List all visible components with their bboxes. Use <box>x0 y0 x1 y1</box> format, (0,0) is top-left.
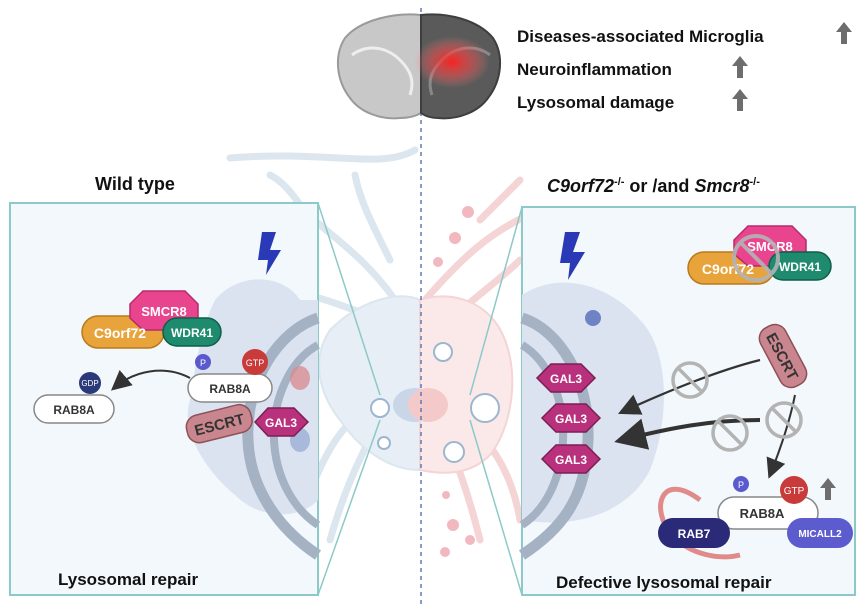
gal3-shape <box>253 407 310 437</box>
zoom-line <box>317 202 381 396</box>
smcr8-label: SMCR8 <box>747 239 793 254</box>
right-panel-title: C9orf72-/- or /and Smcr8-/- <box>547 176 760 196</box>
header-statements: Diseases-associated Microglia Neuroinfla… <box>517 22 852 112</box>
up-arrow-icon <box>820 478 836 500</box>
prohibited-icon <box>732 234 780 282</box>
p-label: P <box>738 480 744 490</box>
micall2-label: MICALL2 <box>798 529 842 540</box>
gtp-label: GTP <box>784 486 805 497</box>
zoom-line <box>317 419 381 596</box>
p-label: P <box>200 358 206 368</box>
gdp-label: GDP <box>81 379 98 388</box>
lysosome-membrane <box>242 312 322 560</box>
micall2-pill <box>787 518 853 548</box>
header-line1: Diseases-associated Microglia <box>517 27 764 46</box>
right-title-mid: or /and <box>624 176 694 196</box>
gtp-badge <box>242 349 268 375</box>
rab8a-label: RAB8A <box>740 506 785 521</box>
damage-spot <box>290 366 310 390</box>
up-arrow-icon <box>732 56 748 78</box>
escrt-to-rab8a-arrow <box>766 394 796 479</box>
vesicles <box>370 206 500 557</box>
wdr41-pill <box>162 317 222 347</box>
prohibited-icon <box>765 401 803 439</box>
damage-spot <box>585 310 601 326</box>
rab7-pill <box>658 518 730 548</box>
left-panel-footer: Lysosomal repair <box>58 570 199 589</box>
prohibited-icon <box>711 414 749 452</box>
smcr8-label: SMCR8 <box>141 304 187 319</box>
gal3-label: GAL3 <box>265 416 297 430</box>
rab8a-gtp-label: RAB8A <box>209 382 251 396</box>
left-panel-title: Wild type <box>95 174 175 194</box>
gal3-group: GAL3 GAL3 GAL3 <box>535 363 602 474</box>
c9orf72-complex-right: SMCR8 C9orf72 WDR41 <box>687 225 832 285</box>
conversion-arrow <box>110 369 191 391</box>
gal3-shape <box>540 444 602 474</box>
wdr41-pill <box>768 251 832 281</box>
gtp-label: GTP <box>246 358 265 368</box>
wdr41-label: WDR41 <box>171 326 213 340</box>
neuron-left-body <box>318 295 421 472</box>
header-line2: Neuroinflammation <box>517 60 672 79</box>
rab8a-gtp-pill <box>187 373 273 403</box>
gal3-label: GAL3 <box>555 453 587 467</box>
right-title-gene1: C9orf72 <box>547 176 614 196</box>
p-badge <box>195 354 211 370</box>
gal3-label: GAL3 <box>550 372 582 386</box>
rab8a-gdp-label: RAB8A <box>53 403 95 417</box>
brain-illustration <box>336 13 502 120</box>
gal3-shape <box>535 363 597 393</box>
c9orf72-label: C9orf72 <box>94 325 146 341</box>
right-title-sup1: -/- <box>614 176 625 188</box>
zoom-line <box>469 419 523 596</box>
c9orf72-complex-left: SMCR8 C9orf72 WDR41 <box>81 290 222 349</box>
gal3-label: GAL3 <box>555 412 587 426</box>
header-line3: Lysosomal damage <box>517 93 674 112</box>
prohibited-icon <box>671 361 709 399</box>
rab8a-gdp-pill <box>33 394 115 424</box>
lysosome-membrane <box>518 312 594 560</box>
right-title-sup2: -/- <box>749 176 760 188</box>
gdp-badge <box>79 372 101 394</box>
lightning-icon <box>258 232 281 275</box>
gtp-badge <box>780 476 808 504</box>
up-arrow-icon <box>836 22 852 44</box>
c9orf72-label: C9orf72 <box>702 261 754 277</box>
p-badge <box>733 476 749 492</box>
up-arrow-icon <box>732 89 748 111</box>
neuron-right-nucleus <box>408 388 448 422</box>
right-title-gene2: Smcr8 <box>694 176 749 196</box>
rab7-label: RAB7 <box>678 527 711 541</box>
right-panel-footer: Defective lysosomal repair <box>556 573 772 592</box>
lightning-icon <box>560 232 585 280</box>
gal3-shape <box>540 403 602 433</box>
zoom-line <box>469 206 523 396</box>
neuron-right-body <box>419 295 514 474</box>
wdr41-label: WDR41 <box>779 260 821 274</box>
